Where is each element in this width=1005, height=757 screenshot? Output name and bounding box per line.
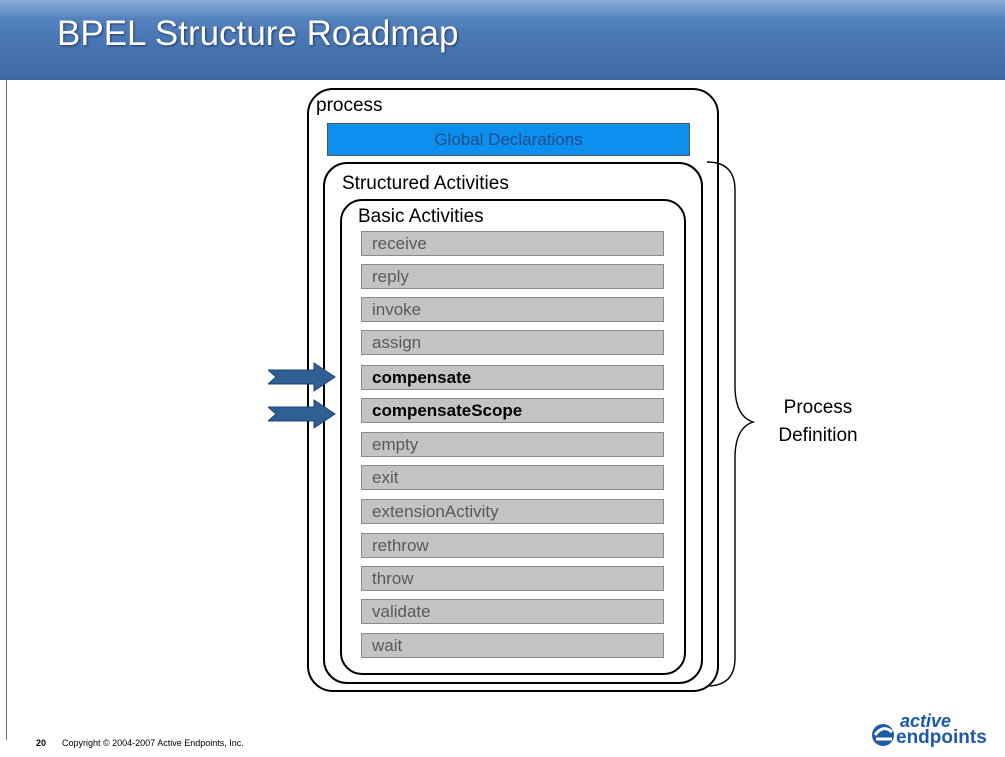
activity-throw: throw: [361, 566, 664, 591]
process-definition-brace: [706, 161, 755, 687]
activity-reply: reply: [361, 264, 664, 289]
left-rule-divider: [6, 80, 7, 740]
basic-activities-label: Basic Activities: [358, 206, 484, 227]
copyright-text: Copyright © 2004-2007 Active Endpoints, …: [62, 738, 244, 748]
active-endpoints-logo-icon: [872, 724, 894, 746]
activity-compensate: compensate: [361, 365, 664, 390]
logo-word-active: active: [900, 711, 952, 731]
logo-word-endpoints: endpoints: [896, 727, 987, 748]
highlight-arrow-icon-compensate: [268, 362, 336, 392]
activity-invoke: invoke: [361, 297, 664, 322]
title-bar-shine: [0, 0, 1005, 18]
process-definition-label-line2: Definition: [778, 425, 858, 446]
structured-activities-label: Structured Activities: [342, 173, 509, 194]
activity-extension-activity: extensionActivity: [361, 499, 664, 524]
activity-assign: assign: [361, 330, 664, 355]
activity-rethrow: rethrow: [361, 533, 664, 558]
process-definition-label: Process Definition: [768, 394, 868, 450]
title-bar: BPEL Structure Roadmap: [0, 0, 1005, 80]
activity-receive: receive: [361, 231, 664, 256]
process-label: process: [316, 95, 383, 116]
active-endpoints-logo: active endpoints: [870, 711, 1000, 752]
activity-empty: empty: [361, 432, 664, 457]
activity-validate: validate: [361, 599, 664, 624]
activity-exit: exit: [361, 465, 664, 490]
slide-title: BPEL Structure Roadmap: [57, 14, 459, 53]
highlight-arrow-icon-compensate-scope: [268, 399, 336, 429]
process-definition-label-line1: Process: [783, 397, 853, 418]
activity-compensate-scope: compensateScope: [361, 398, 664, 423]
activity-wait: wait: [361, 633, 664, 658]
page-number: 20: [36, 738, 47, 748]
global-declarations-bar: Global Declarations: [327, 123, 690, 156]
